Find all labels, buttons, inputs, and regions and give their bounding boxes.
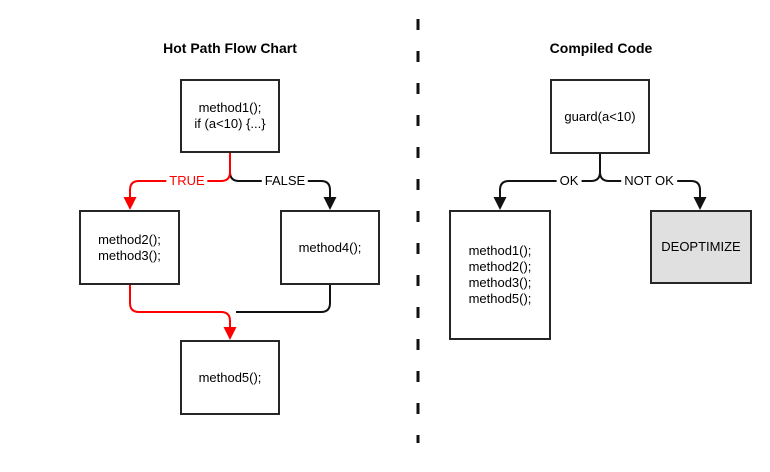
edge-ok (499, 154, 601, 197)
edge-method5-arrow-icon (223, 327, 237, 340)
node-method4: method4(); (280, 210, 380, 285)
edge-ok-arrow-icon (493, 197, 507, 210)
edge-not-ok-arrow-icon (693, 197, 707, 210)
node-inlined-methods: method1(); method2(); method3(); method5… (449, 210, 551, 340)
edge-method4-to-method5 (236, 285, 331, 313)
node-deoptimize: DEOPTIMIZE (650, 210, 752, 284)
edge-label-ok: OK (556, 174, 582, 188)
edge-label-not-ok: NOT OK (621, 174, 677, 188)
edge-false-arrow-icon (323, 197, 337, 210)
edge-true-arrow-icon (123, 197, 137, 210)
right-panel-title: Compiled Code (549, 40, 653, 56)
edge-label-true: TRUE (166, 174, 208, 188)
node-guard: guard(a<10) (550, 79, 650, 154)
edge-method23-to-method5-hot-path (129, 285, 231, 327)
node-method2-method3: method2(); method3(); (79, 210, 180, 285)
node-method1: method1(); if (a<10) {...} (180, 79, 280, 153)
edge-not-ok (599, 171, 701, 197)
edge-false (229, 171, 331, 197)
node-method5: method5(); (180, 340, 280, 415)
left-panel-title: Hot Path Flow Chart (163, 40, 297, 56)
edge-label-false: FALSE (261, 174, 309, 188)
